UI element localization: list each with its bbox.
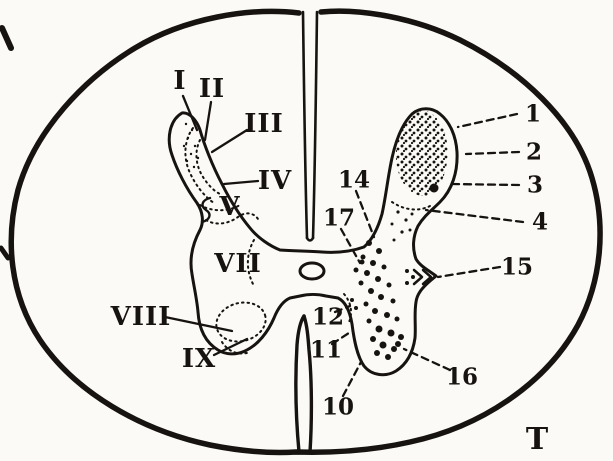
right-dorsal-horn-stipple: [390, 110, 448, 242]
label-nucleus-11: 11: [309, 336, 343, 364]
label-lamina-IX: IX: [181, 344, 217, 374]
arrow-chevrons: [412, 268, 433, 286]
central-canal: [298, 261, 326, 281]
leader-lines-left: [163, 94, 260, 357]
label-nucleus-4: 4: [531, 208, 549, 236]
left-horn-fine-dots: [182, 122, 200, 169]
motor-nuclei-dots: [350, 240, 415, 360]
label-lamina-II: II: [198, 74, 226, 104]
label-nucleus-15: 15: [500, 253, 534, 281]
scan-artifacts: [0, 25, 14, 261]
label-lamina-I: I: [173, 66, 187, 96]
label-nucleus-10: 10: [321, 393, 355, 421]
label-nucleus-17: 17: [322, 204, 356, 232]
label-nucleus-16: 16: [445, 363, 479, 391]
label-nucleus-14: 14: [337, 166, 371, 194]
label-nucleus-2: 2: [525, 138, 543, 166]
anterior-median-fissure: [294, 314, 314, 454]
label-lamina-VII: VII: [214, 249, 262, 279]
label-lamina-IV: IV: [257, 166, 293, 196]
label-lamina-V: V: [219, 192, 241, 222]
leader-lines-right: [330, 112, 525, 398]
label-lamina-VIII: VIII: [110, 302, 172, 332]
label-nucleus-3: 3: [526, 171, 544, 199]
posterior-median-fissure: [301, 10, 319, 242]
figure-letter: T: [525, 422, 549, 457]
cord-outline: [8, 8, 603, 456]
label-nucleus-1: 1: [524, 100, 542, 128]
gray-matter-butterfly: [167, 107, 459, 377]
v-squiggle: [200, 196, 212, 224]
lamina-contours: [184, 127, 431, 355]
label-nucleus-12: 12: [311, 303, 345, 331]
label-lamina-III: III: [244, 109, 284, 139]
